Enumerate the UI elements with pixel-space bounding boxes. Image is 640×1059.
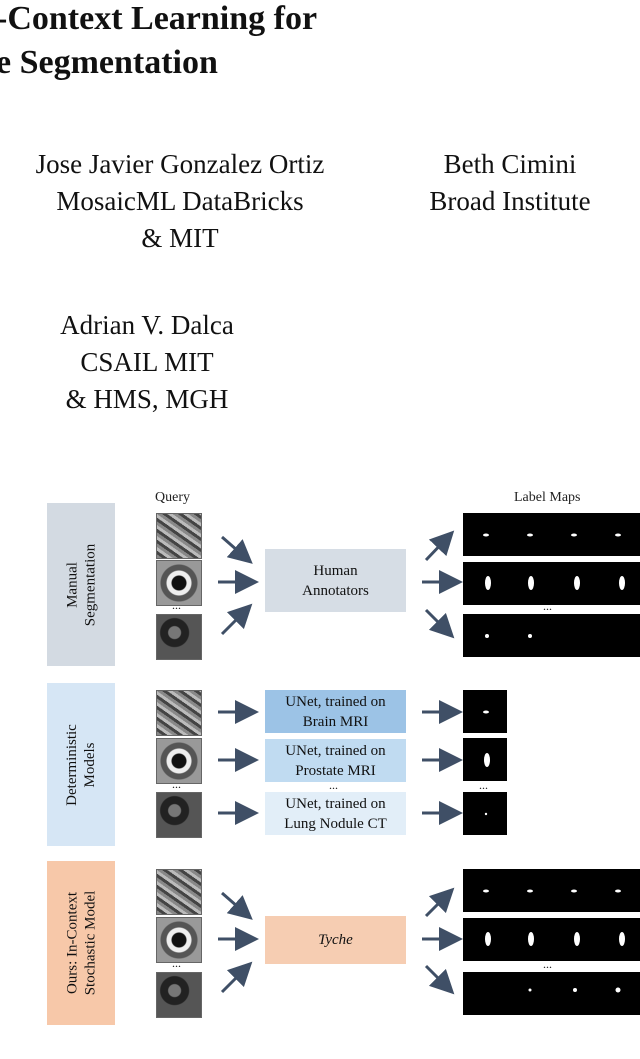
flow-arrow bbox=[424, 530, 455, 562]
box-label-line: Annotators bbox=[302, 582, 369, 599]
segmentation-blob bbox=[528, 576, 534, 590]
box-label-line: Human bbox=[313, 562, 358, 579]
label-map-strip bbox=[463, 972, 640, 1015]
query-lung-ct-image bbox=[156, 614, 202, 660]
query-brain-mri-image bbox=[156, 513, 202, 559]
box-label-line: UNet, trained on bbox=[285, 742, 386, 759]
flow-arrow bbox=[221, 535, 253, 564]
author-block-gonzalez: Jose Javier Gonzalez Ortiz MosaicML Data… bbox=[0, 146, 360, 257]
segmentation-blob bbox=[483, 533, 489, 537]
author-affiliation: CSAIL MIT bbox=[80, 347, 214, 377]
query-brain-mri-image bbox=[156, 869, 202, 915]
segmentation-blob bbox=[615, 889, 621, 893]
segmentation-blob bbox=[483, 710, 489, 714]
author-affiliation: & MIT bbox=[141, 223, 219, 253]
ellipsis: ... bbox=[479, 778, 488, 792]
label-map-strip bbox=[463, 562, 640, 605]
ellipsis: ... bbox=[543, 957, 552, 971]
box-label-line: UNet, trained on bbox=[285, 795, 386, 812]
label-map-strip bbox=[463, 918, 640, 961]
box-label-line: Lung Nodule CT bbox=[284, 815, 387, 832]
segmentation-blob bbox=[528, 988, 532, 992]
segmentation-blob bbox=[574, 932, 580, 946]
segmentation-blob bbox=[528, 932, 534, 946]
segmentation-blob bbox=[484, 753, 490, 767]
segmentation-blob bbox=[571, 889, 577, 893]
label-map-strip bbox=[463, 869, 640, 912]
query-lung-ct-image bbox=[156, 792, 202, 838]
query-lung-ct-image bbox=[156, 972, 202, 1018]
label-map-strip bbox=[463, 614, 640, 657]
author-affiliation: MosaicML DataBricks bbox=[56, 186, 304, 216]
ellipsis: ... bbox=[172, 777, 181, 791]
segmentation-blob bbox=[527, 533, 533, 537]
box-label-line: Brain MRI bbox=[302, 713, 369, 730]
box-label-line: Prostate MRI bbox=[295, 762, 376, 779]
author-name: Adrian V. Dalca bbox=[60, 310, 234, 340]
author-affiliation: & HMS, MGH bbox=[65, 384, 229, 414]
query-label: Query bbox=[155, 490, 190, 505]
author-affiliation: Broad Institute bbox=[429, 186, 591, 216]
segmentation-blob bbox=[615, 987, 621, 993]
query-prostate-mri-image bbox=[156, 917, 202, 963]
unet-brain-mri-box: UNet, trained on Brain MRI bbox=[265, 690, 406, 733]
flow-arrow bbox=[424, 964, 455, 995]
query-brain-mri-image bbox=[156, 690, 202, 736]
flow-arrow bbox=[220, 961, 253, 994]
author-name: Jose Javier Gonzalez Ortiz bbox=[35, 149, 325, 179]
segmentation-blob bbox=[528, 634, 532, 638]
ellipsis: ... bbox=[543, 599, 552, 613]
flow-arrow bbox=[221, 891, 253, 920]
label-map-strip bbox=[463, 513, 640, 556]
segmentation-blob bbox=[485, 576, 491, 590]
paper-title-line-2: e Segmentation bbox=[0, 44, 218, 81]
paper-title-line-1: -Context Learning for bbox=[0, 0, 318, 37]
segmentation-blob bbox=[619, 932, 625, 946]
ellipsis: ... bbox=[329, 778, 338, 792]
segmentation-blob bbox=[485, 932, 491, 946]
label-maps-label: Label Maps bbox=[514, 490, 581, 505]
flow-arrow bbox=[220, 603, 253, 636]
segmentation-blob bbox=[573, 988, 577, 992]
segmentation-blob bbox=[574, 576, 580, 590]
tyche-box: Tyche bbox=[265, 916, 406, 964]
segmentation-blob bbox=[485, 634, 489, 638]
segmentation-blob bbox=[615, 533, 621, 537]
segmentation-blob bbox=[484, 812, 488, 816]
author-block-cimini: Beth Cimini Broad Institute bbox=[400, 146, 620, 220]
unet-lung-nodule-ct-box: UNet, trained on Lung Nodule CT bbox=[265, 792, 406, 835]
box-label-line: UNet, trained on bbox=[285, 693, 386, 710]
segmentation-blob bbox=[571, 533, 577, 537]
segmentation-blob bbox=[527, 889, 533, 893]
ellipsis: ... bbox=[172, 956, 181, 970]
ellipsis: ... bbox=[172, 598, 181, 612]
author-name: Beth Cimini bbox=[443, 149, 577, 179]
human-annotators-box: Human Annotators bbox=[265, 549, 406, 612]
author-block-dalca: Adrian V. Dalca CSAIL MIT & HMS, MGH bbox=[0, 307, 294, 418]
box-label-line: Tyche bbox=[318, 932, 353, 948]
query-prostate-mri-image bbox=[156, 560, 202, 606]
unet-prostate-mri-box: UNet, trained on Prostate MRI bbox=[265, 739, 406, 782]
flow-arrow bbox=[424, 887, 455, 918]
flow-arrow bbox=[424, 608, 455, 639]
segmentation-blob bbox=[483, 889, 489, 893]
segmentation-blob bbox=[619, 576, 625, 590]
query-prostate-mri-image bbox=[156, 738, 202, 784]
